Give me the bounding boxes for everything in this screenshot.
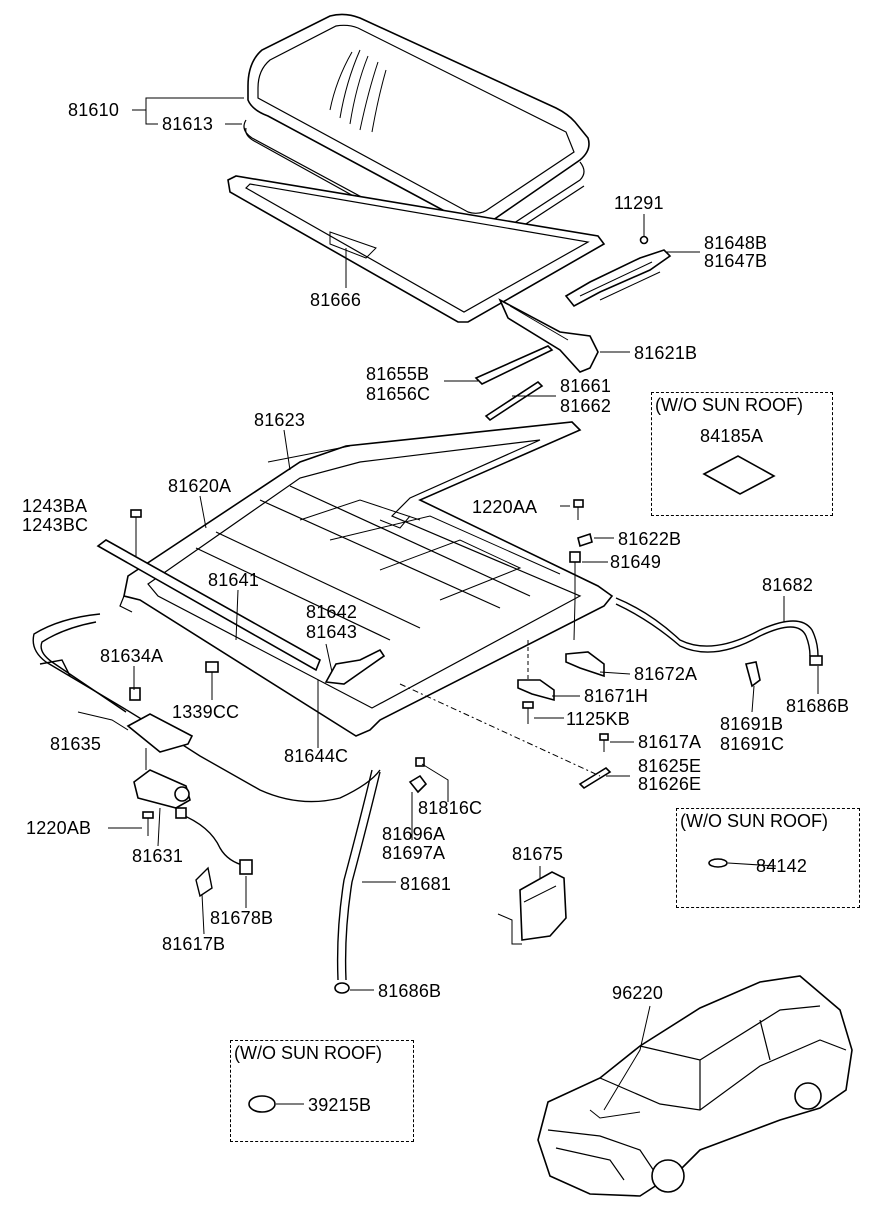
- label-81681: 81681: [400, 874, 452, 894]
- glass-panel-81610: [247, 13, 590, 226]
- drain-hose-81681: [334, 769, 381, 994]
- label-81661: 81661: [560, 376, 612, 396]
- label-39215B: 39215B: [308, 1095, 372, 1115]
- wo-sunroof-title-2: (W/O SUN ROOF): [680, 811, 828, 831]
- label-1125KB: 1125KB: [566, 709, 630, 729]
- label-81634A: 81634A: [100, 646, 164, 666]
- label-81626E: 81626E: [638, 774, 702, 794]
- rails-81655B-81661: [474, 345, 554, 422]
- label-81686B-b: 81686B: [378, 981, 442, 1001]
- label-81621B: 81621B: [634, 343, 698, 363]
- label-81617A: 81617A: [638, 732, 702, 752]
- wo-sunroof-title-1: (W/O SUN ROOF): [655, 395, 803, 415]
- label-81816C: 81816C: [418, 798, 483, 818]
- clip-81625E: [399, 683, 612, 790]
- label-1220AA: 1220AA: [472, 497, 538, 517]
- bracket-81648B: [564, 235, 672, 308]
- plug-84142: [708, 858, 728, 868]
- label-81644C: 81644C: [284, 746, 349, 766]
- label-81666: 81666: [310, 290, 362, 310]
- label-81631: 81631: [132, 846, 184, 866]
- label-84142: 84142: [756, 856, 808, 876]
- label-81620A: 81620A: [168, 476, 232, 496]
- trim-81642: [324, 648, 386, 685]
- label-81686B-a: 81686B: [786, 696, 850, 716]
- label-81691B: 81691B: [720, 714, 784, 734]
- sunshade-81666: [227, 175, 606, 323]
- label-81656C: 81656C: [366, 384, 431, 404]
- label-1339CC: 1339CC: [172, 702, 240, 722]
- label-81648B: 81648B: [704, 233, 768, 253]
- motor-81631: [126, 713, 194, 809]
- label-1220AB: 1220AB: [26, 818, 92, 838]
- car-96220: [537, 975, 853, 1197]
- label-81623: 81623: [254, 410, 306, 430]
- label-81613: 81613: [162, 114, 214, 134]
- label-81682: 81682: [762, 575, 814, 595]
- label-81672A: 81672A: [634, 664, 698, 684]
- label-81662: 81662: [560, 396, 612, 416]
- label-81655B: 81655B: [366, 364, 430, 384]
- label-1243BA: 1243BA: [22, 496, 88, 516]
- label-81649: 81649: [610, 552, 662, 572]
- label-81678B: 81678B: [210, 908, 274, 928]
- pad-84185A: [702, 455, 776, 495]
- label-11291: 11291: [614, 193, 664, 213]
- label-81641: 81641: [208, 570, 260, 590]
- label-81635: 81635: [50, 734, 102, 754]
- label-81622B: 81622B: [618, 529, 682, 549]
- label-81696A: 81696A: [382, 824, 446, 844]
- wo-sunroof-title-3: (W/O SUN ROOF): [234, 1043, 382, 1063]
- deflector-81641: [96, 539, 322, 672]
- plug-39215B: [248, 1095, 276, 1113]
- brackets-81672A-81671H: [517, 640, 605, 702]
- label-81642: 81642: [306, 602, 358, 622]
- wo-sunroof-box-2: [676, 808, 860, 908]
- label-81647B: 81647B: [704, 251, 768, 271]
- drain-hose-81682: [615, 597, 823, 666]
- label-96220: 96220: [612, 983, 664, 1003]
- wiring-81678B: [175, 807, 253, 898]
- label-81671H: 81671H: [584, 686, 649, 706]
- label-81643: 81643: [306, 622, 358, 642]
- main-frame-81620A: [119, 421, 614, 737]
- label-81625E: 81625E: [638, 756, 702, 776]
- label-81610: 81610: [68, 100, 120, 120]
- label-81691C: 81691C: [720, 734, 785, 754]
- label-81675: 81675: [512, 844, 564, 864]
- sheet-81675: [497, 871, 567, 945]
- label-81617B: 81617B: [162, 934, 226, 954]
- rear-rail-81621B: [498, 298, 599, 373]
- label-1243BC: 1243BC: [22, 515, 89, 535]
- fasteners: [129, 499, 761, 836]
- wo-sunroof-box-3: [230, 1040, 414, 1142]
- label-81697A: 81697A: [382, 843, 446, 863]
- leader-lines: [77, 97, 819, 1111]
- label-84185A: 84185A: [700, 426, 764, 446]
- wo-sunroof-box-1: [651, 392, 833, 516]
